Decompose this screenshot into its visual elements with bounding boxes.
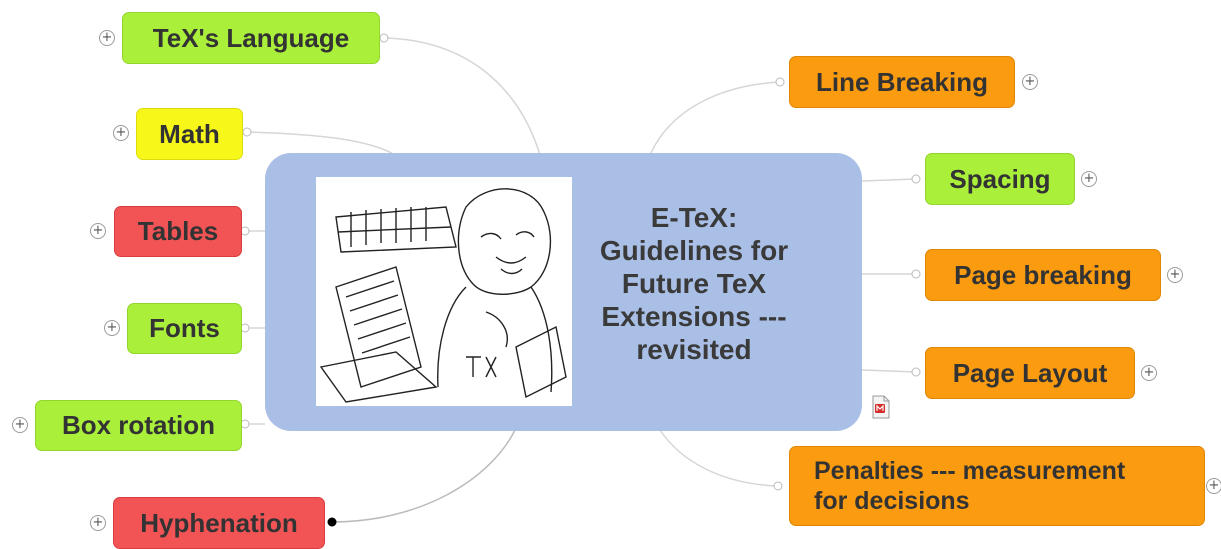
topic-penalties[interactable]: Penalties --- measurement for decisions <box>789 446 1205 526</box>
topic-label: Hyphenation <box>140 507 298 538</box>
expand-math-plus-icon[interactable]: + <box>113 125 129 141</box>
expand-spacing-plus-icon[interactable]: + <box>1081 171 1097 187</box>
topic-page-layout[interactable]: Page Layout <box>925 347 1135 399</box>
topic-spacing[interactable]: Spacing <box>925 153 1075 205</box>
central-title-line: Extensions --- <box>601 301 787 332</box>
topic-label: Line Breaking <box>816 66 988 97</box>
topic-label-line: for decisions <box>814 487 970 515</box>
topic-tables[interactable]: Tables <box>114 206 242 257</box>
document-icon[interactable] <box>872 395 890 419</box>
expand-page-breaking-plus-icon[interactable]: + <box>1167 267 1183 283</box>
topic-label: Page breaking <box>954 259 1132 290</box>
tex-lion-illustration <box>316 177 572 406</box>
expand-tables-plus-icon[interactable]: + <box>90 223 106 239</box>
topic-label: Tables <box>137 216 219 246</box>
topic-math[interactable]: Math <box>136 108 243 160</box>
topic-label: Box rotation <box>61 410 216 440</box>
expand-fonts-plus-icon[interactable]: + <box>104 320 120 336</box>
central-title-line: revisited <box>636 334 752 365</box>
expand-box-rotation-plus-icon[interactable]: + <box>12 417 28 433</box>
central-topic-title: E-TeX: Guidelines for Future TeX Extensi… <box>575 201 813 366</box>
topic-page-breaking[interactable]: Page breaking <box>925 249 1161 301</box>
topic-label: Spacing <box>949 163 1051 194</box>
expand-hyphenation-plus-icon[interactable]: + <box>90 515 106 531</box>
topic-label: TeX's Language <box>152 22 350 53</box>
central-title-line: Guidelines for <box>599 235 789 266</box>
topic-label: Page Layout <box>952 357 1108 388</box>
topic-label-line: Penalties --- measurement <box>814 457 1126 485</box>
expand-tex-language-plus-icon[interactable]: + <box>99 30 115 46</box>
topic-tex-language[interactable]: TeX's Language <box>122 12 380 64</box>
expand-penalties-plus-icon[interactable]: + <box>1206 478 1221 494</box>
central-topic[interactable]: E-TeX: Guidelines for Future TeX Extensi… <box>265 153 862 431</box>
central-title-line: Future TeX <box>621 268 767 299</box>
central-title-line: E-TeX: <box>650 202 738 233</box>
topic-box-rotation[interactable]: Box rotation <box>35 400 242 451</box>
topic-label: Fonts <box>149 313 220 343</box>
topic-hyphenation[interactable]: Hyphenation <box>113 497 325 549</box>
topic-fonts[interactable]: Fonts <box>127 303 242 354</box>
expand-page-layout-plus-icon[interactable]: + <box>1141 365 1157 381</box>
topic-label: Math <box>159 118 220 149</box>
topic-line-breaking[interactable]: Line Breaking <box>789 56 1015 108</box>
expand-line-breaking-plus-icon[interactable]: + <box>1022 74 1038 90</box>
